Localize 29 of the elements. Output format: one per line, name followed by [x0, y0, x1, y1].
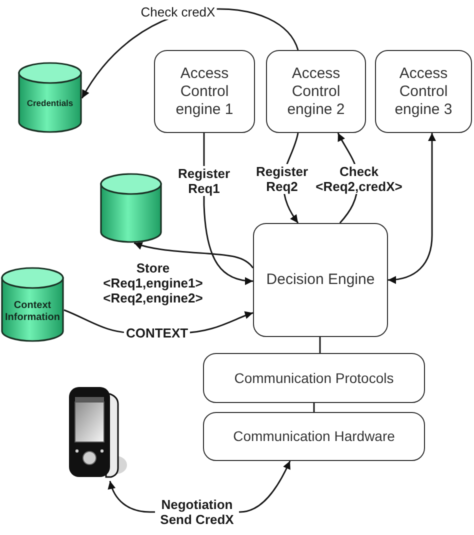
edge-label: Register Req1 — [176, 166, 232, 196]
rounded-box — [266, 50, 366, 133]
rounded-box — [253, 223, 388, 337]
arrow — [134, 242, 254, 268]
edge-label: Store <Req1,engine1> <Req2,engine2> — [101, 260, 205, 306]
database-cylinder — [100, 173, 162, 243]
edge-label: Negotiation Send CredX — [155, 497, 239, 527]
connector-line — [313, 403, 315, 412]
rounded-box — [375, 50, 472, 133]
connector-line — [319, 337, 321, 353]
edge-label: Check credX — [138, 4, 218, 20]
node-label: Communication Protocols — [234, 370, 394, 386]
arrow — [388, 133, 436, 284]
node-label: Access Control engine 1 — [174, 64, 234, 118]
rounded-box — [203, 412, 425, 461]
node-label: Communication Hardware — [233, 428, 395, 445]
edge-label: CONTEXT — [124, 326, 190, 340]
database-cylinder — [1, 267, 64, 342]
edge-label: Check <Req2,credX> — [314, 164, 404, 194]
node-label: Context Information — [4, 300, 61, 324]
node-label: Decision Engine — [266, 271, 375, 289]
rounded-box — [154, 50, 255, 133]
handheld-device-drawing — [66, 385, 128, 478]
node-label: Credentials — [26, 98, 74, 109]
node-label: Access Control engine 3 — [394, 64, 454, 118]
rounded-box — [203, 353, 425, 403]
database-cylinder — [18, 62, 82, 133]
edge-label: Register Req2 — [254, 164, 310, 194]
node-label: Access Control engine 2 — [286, 64, 346, 118]
